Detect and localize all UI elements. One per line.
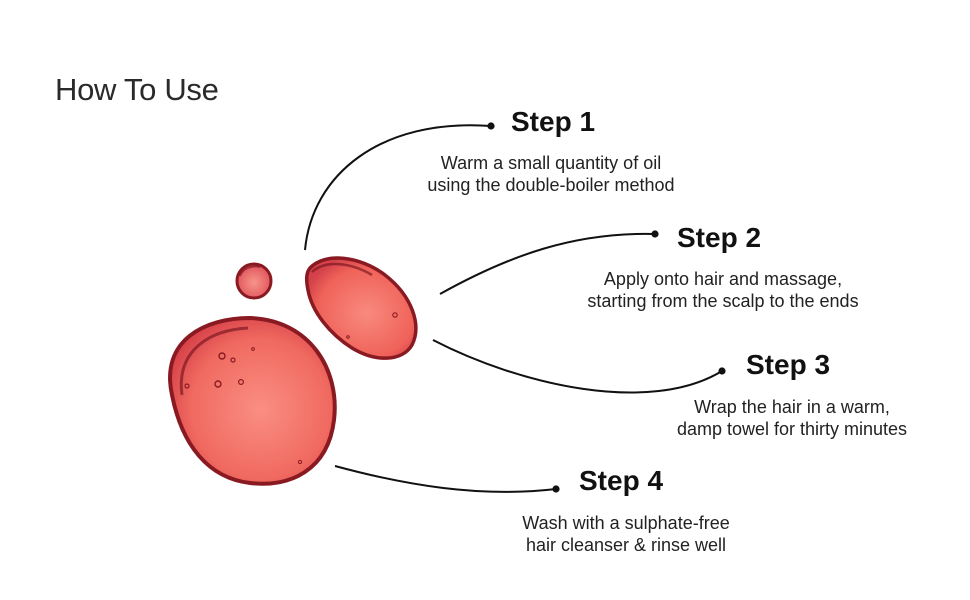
connector-dot-3 [718,367,726,375]
step-1-title: Step 1 [511,106,596,137]
step-2-line-1: Apply onto hair and massage, [603,269,843,289]
connector-dots [487,122,726,493]
large-oil-drop-icon [168,315,337,486]
connector-dot-4 [552,485,560,493]
connector-dot-2 [651,230,659,238]
step-3-line-2: damp towel for thirty minutes [676,419,908,439]
step-3-line-1: Wrap the hair in a warm, [694,397,890,417]
connector-step-4 [334,465,557,493]
step-4-title: Step 4 [579,465,664,496]
step-4-description: Wash with a sulphate-free hair cleanser … [476,512,776,556]
connector-step-1 [304,124,492,251]
connector-step-3 [432,339,723,394]
connector-dot-1 [487,122,495,130]
connector-step-2 [439,232,656,295]
step-3-title: Step 3 [746,349,831,380]
step-2-title: Step 2 [677,222,762,253]
step-4-line-1: Wash with a sulphate-free [522,513,730,533]
connector-lines [304,124,723,493]
step-2-description: Apply onto hair and massage, starting fr… [533,268,913,312]
step-1-description: Warm a small quantity of oil using the d… [381,152,721,196]
small-oil-drop-icon [235,262,273,300]
step-1-line-1: Warm a small quantity of oil [440,153,662,173]
step-4-line-2: hair cleanser & rinse well [525,535,727,555]
step-1-line-2: using the double-boiler method [427,175,675,195]
step-2-line-2: starting from the scalp to the ends [587,291,859,311]
page-title: How To Use [55,72,219,107]
step-3-description: Wrap the hair in a warm, damp towel for … [632,396,952,440]
medium-oil-drop-icon [304,256,418,360]
